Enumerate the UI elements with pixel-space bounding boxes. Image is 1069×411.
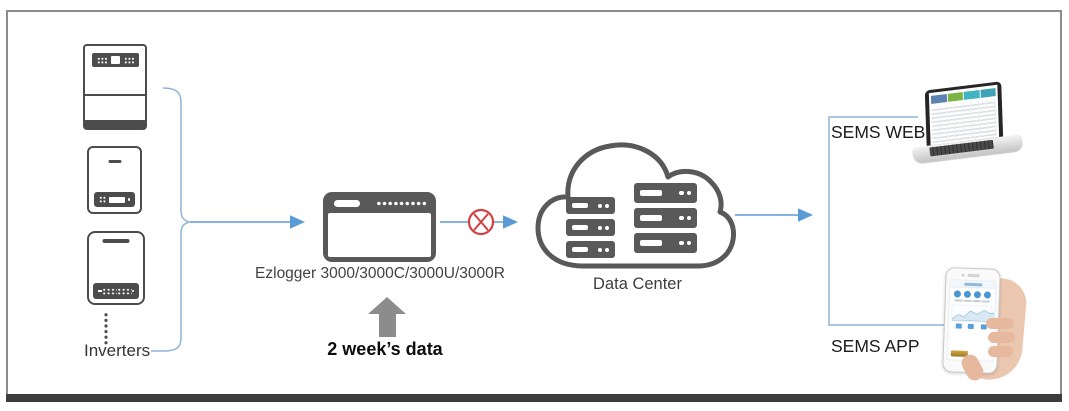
smartphone: [942, 267, 1001, 374]
phone-camera: [961, 273, 965, 277]
bottom-bar: [6, 394, 1062, 402]
smartphone-in-hand-icon: [936, 266, 1029, 390]
port-dots: [101, 287, 117, 295]
server-slot: [640, 215, 662, 221]
inverter-port-panel: [93, 283, 139, 299]
webpage-table: [931, 99, 998, 144]
laptop-webpage: [928, 84, 1000, 146]
app-stats-row: [950, 298, 995, 304]
branch-line-sems: [828, 116, 948, 326]
vent-dash: [102, 239, 130, 243]
divider: [84, 94, 146, 96]
finger: [988, 346, 1013, 357]
blocked-x-icon: [467, 208, 495, 236]
vent-dash: [108, 160, 121, 163]
server-icon: [634, 208, 697, 228]
battery-inverter-icon: [83, 44, 147, 130]
led-dots: [99, 195, 106, 204]
string-inverter-icon: [87, 146, 142, 214]
inverter-display-panel: [94, 192, 135, 207]
server-icon: [566, 241, 615, 258]
arrow-head: [368, 297, 406, 314]
datalogger-led-bar: [334, 200, 360, 207]
app-chart: [950, 304, 996, 323]
led-dots: [97, 56, 107, 64]
up-arrow-icon: [368, 297, 406, 337]
data-center-label: Data Center: [593, 275, 682, 293]
server-leds: [598, 247, 609, 252]
ezlogger-label: Ezlogger 3000/3000C/3000U/3000R: [255, 265, 505, 282]
server-icon: [566, 197, 615, 214]
led-dots: [124, 56, 134, 64]
display-square: [111, 56, 120, 64]
server-icon: [634, 183, 697, 203]
inverters-brace: [151, 87, 192, 352]
inverter-base: [85, 120, 145, 128]
led-dot: [127, 198, 130, 201]
sems-web-label: SEMS WEB: [831, 122, 926, 142]
server-icon: [634, 233, 697, 253]
ellipsis-more-inverters: [104, 312, 108, 345]
server-leds: [679, 215, 691, 221]
inverters-label: Inverters: [84, 341, 151, 360]
server-slot: [572, 203, 588, 208]
port-dots: [116, 287, 133, 295]
datalogger-body: [328, 213, 431, 257]
arrow-stem: [378, 314, 396, 337]
lcd-display: [108, 196, 125, 203]
server-slot: [572, 247, 588, 252]
port-dash: [98, 290, 102, 292]
server-slot: [572, 225, 588, 230]
two-weeks-data-note: 2 week’s data: [327, 339, 443, 359]
server-slot: [640, 190, 662, 196]
sems-app-label: SEMS APP: [831, 336, 920, 356]
server-leds: [598, 203, 609, 208]
server-leds: [679, 240, 691, 246]
finger: [986, 318, 1014, 329]
laptop-icon: [905, 80, 1024, 175]
datalogger-dots: [376, 201, 427, 206]
inverter-control-panel: [92, 53, 139, 67]
server-leds: [679, 190, 691, 196]
inverter-icon: [87, 231, 145, 305]
phone-speaker: [967, 273, 980, 277]
datalogger-icon: [323, 192, 436, 262]
server-icon: [566, 219, 615, 236]
finger: [988, 332, 1015, 343]
server-leds: [598, 225, 609, 230]
phone-screen: [946, 279, 997, 362]
server-slot: [640, 240, 662, 246]
led-dot: [132, 290, 134, 292]
